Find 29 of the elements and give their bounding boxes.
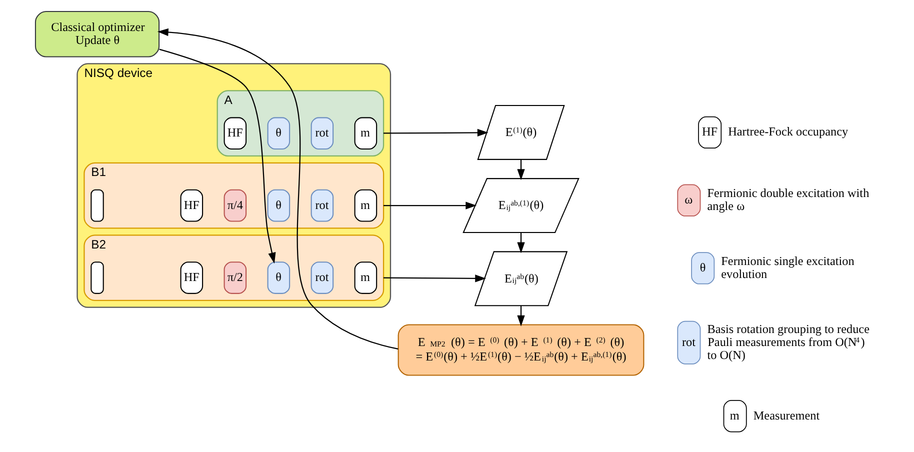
arrow (383, 274, 486, 282)
arrow (516, 232, 524, 254)
node-box: Classical optimizer Update θ (34, 10, 160, 58)
node-box: θ (266, 117, 290, 150)
node-box: m (354, 262, 377, 294)
arrow (383, 128, 488, 137)
node-box: rot (310, 189, 334, 222)
node-label: Fermionic double excitation with angle ω (706, 186, 869, 214)
node-label: Measurement (752, 408, 820, 422)
arrow (383, 202, 476, 210)
node-box: rot (310, 262, 334, 294)
node-box: m (354, 189, 377, 222)
node-box: HF (180, 189, 203, 222)
node-label: Fermionic single excitation evolution (720, 254, 854, 281)
arrow (516, 160, 524, 180)
node-box: π/2 (223, 262, 246, 294)
node-box: m (354, 117, 377, 150)
arrow (156, 28, 398, 350)
node-box: HF (180, 262, 203, 294)
node-box: θ (266, 262, 290, 294)
node-box: HF (223, 117, 246, 150)
arrow (158, 48, 276, 264)
node-box: θ (266, 189, 290, 222)
node-box (90, 189, 104, 222)
node-box (90, 262, 104, 294)
arrow (516, 306, 524, 326)
node-box: π/4 (223, 189, 246, 222)
node-label: Hartree-Fock occupancy (728, 124, 848, 139)
node-box: rot (310, 117, 334, 150)
